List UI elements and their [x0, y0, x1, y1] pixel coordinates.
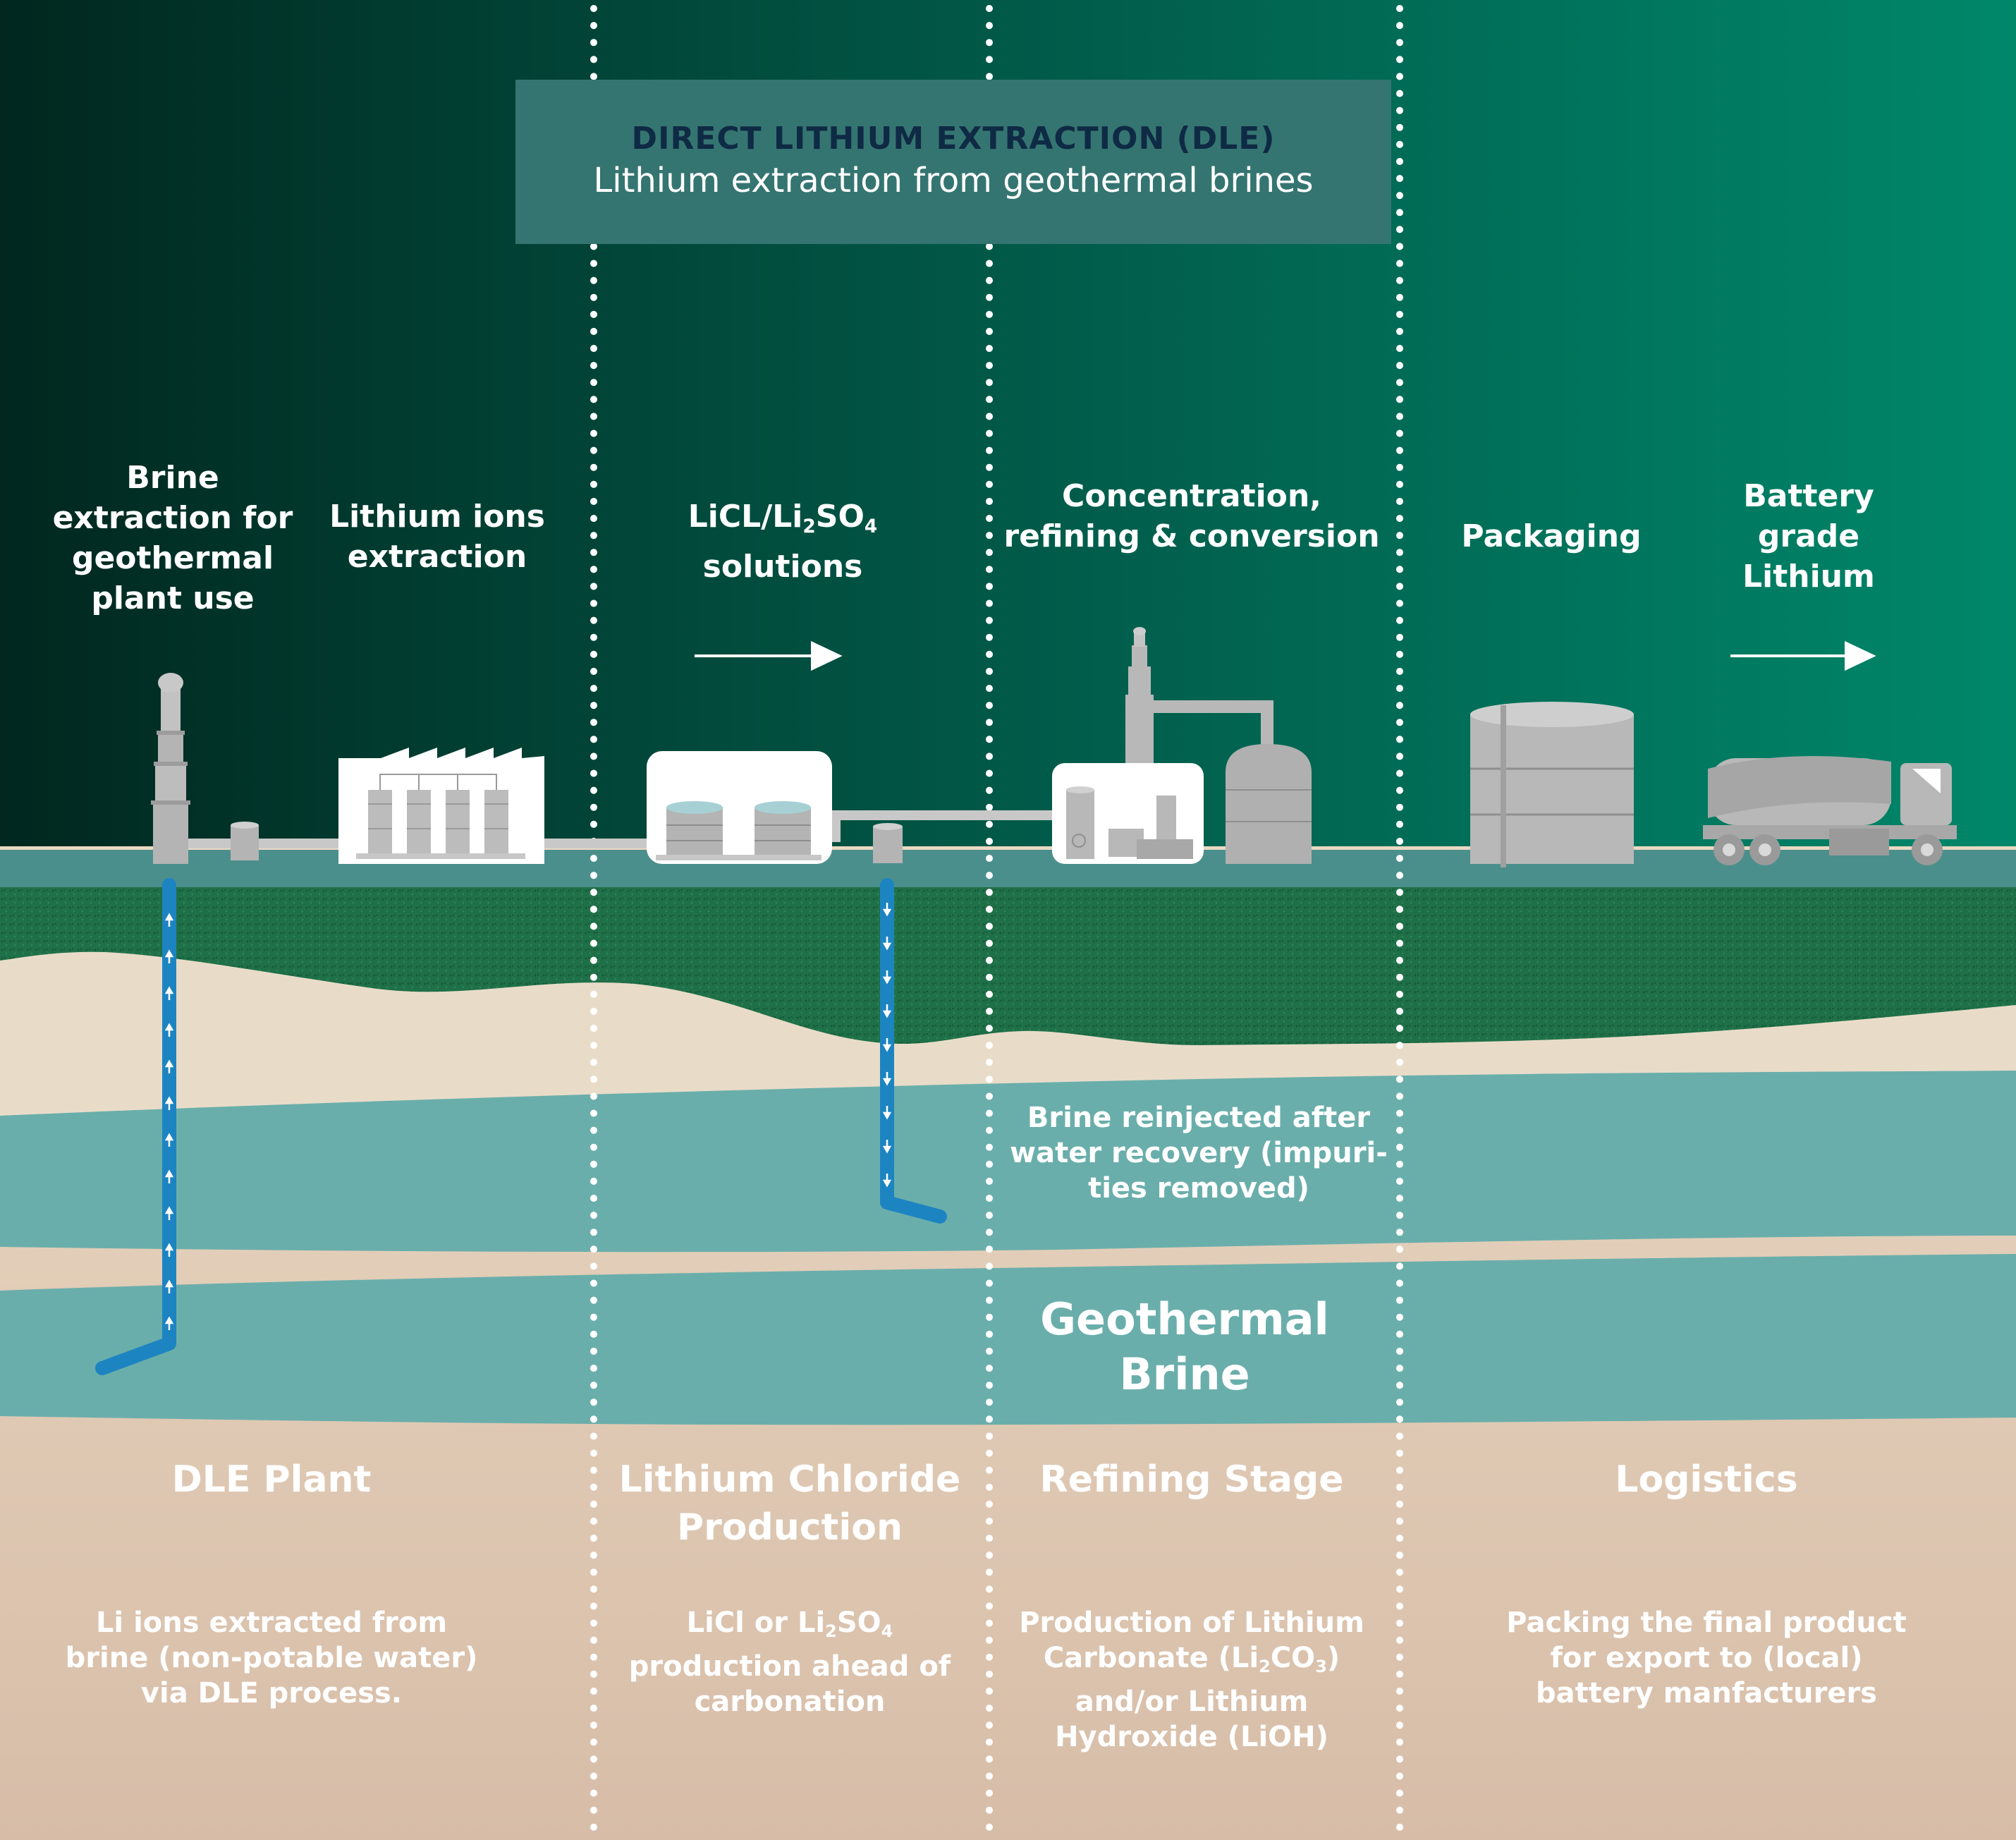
down-flow-arrow-head: [882, 976, 892, 985]
flow-arrow-1: [695, 640, 843, 671]
ground-surface-strip: [0, 850, 2016, 887]
up-flow-arrow-head: [164, 1133, 174, 1141]
refinery-icon: [1052, 627, 1312, 864]
up-flow-arrow-head: [164, 1059, 174, 1068]
desc-refining: Production of Lithium Carbonate (Li2CO3)…: [1019, 1607, 1364, 1754]
label-geothermal-brine: Geothermal Brine: [1040, 1293, 1329, 1400]
up-flow-arrow-head: [164, 1169, 174, 1178]
up-flow-arrow-head: [164, 913, 174, 921]
diagram-title: DIRECT LITHIUM EXTRACTION (DLE): [631, 121, 1276, 157]
title-box: DIRECT LITHIUM EXTRACTION (DLE) Lithium …: [515, 80, 1391, 244]
up-flow-arrow-head: [164, 986, 174, 994]
truck-icon: [1703, 756, 1957, 865]
brine-layer-upper: [0, 1071, 2016, 1253]
label-battery-grade-lithium: Battery grade Lithium: [1742, 478, 1875, 595]
up-flow-arrow-head: [164, 1243, 174, 1251]
desc-lithium-chloride: LiCl or Li2SO4 production ahead of carbo…: [628, 1607, 951, 1719]
valve-icon-2: [873, 823, 903, 863]
extraction-pipe: [95, 878, 947, 1375]
label-brine-extraction: Brine extraction for geothermal plant us…: [52, 460, 293, 616]
down-flow-arrow-head: [882, 1078, 892, 1086]
desc-logistics: Packing the final product for export to …: [1506, 1607, 1907, 1710]
storage-tank-icon: [1470, 702, 1634, 867]
grass-layer: [0, 885, 2016, 1045]
down-flow-arrow-head: [882, 1044, 892, 1052]
stage-dle-plant: DLE Plant: [171, 1458, 372, 1501]
extraction-tower-icon: [151, 673, 190, 864]
flow-arrow-2: [1730, 640, 1876, 671]
label-solutions: LiCL/Li2SO4 solutions: [688, 499, 878, 585]
stage-lithium-chloride-production: Lithium Chloride Production: [618, 1458, 961, 1549]
brine-layer-geothermal: [0, 1254, 2016, 1425]
up-flow-arrow-head: [164, 1096, 174, 1104]
diagram-subtitle: Lithium extraction from geothermal brine…: [593, 161, 1314, 200]
down-flow-arrow-head: [882, 908, 892, 917]
factory-icon: [338, 748, 544, 864]
stage-refining: Refining Stage: [1039, 1458, 1344, 1501]
down-flow-arrow-head: [882, 1010, 892, 1018]
desc-dle-plant: Li ions extracted from brine (non-potabl…: [65, 1607, 478, 1710]
label-packaging: Packaging: [1461, 518, 1642, 554]
down-flow-arrow-head: [882, 1111, 892, 1120]
up-flow-arrow-head: [164, 1316, 174, 1324]
stage-logistics: Logistics: [1615, 1458, 1798, 1501]
label-lithium-ions-extraction: Lithium ions extraction: [329, 499, 545, 575]
up-flow-arrow-head: [164, 1206, 174, 1214]
stage-dividers: [590, 5, 1403, 1837]
up-flow-arrow-head: [164, 1023, 174, 1031]
up-flow-arrow-head: [164, 1279, 174, 1288]
lithium-chloride-tanks-icon: [647, 751, 832, 864]
pipe-flow-arrows: [164, 903, 892, 1330]
down-flow-arrow-head: [882, 1179, 892, 1188]
up-flow-arrow-head: [164, 949, 174, 958]
valve-icon: [231, 822, 259, 860]
label-concentration: Concentration, refining & conversion: [1003, 478, 1380, 554]
down-flow-arrow-head: [882, 1145, 892, 1154]
surface-pipes: [187, 810, 1054, 848]
down-flow-arrow-head: [882, 942, 892, 951]
label-brine-reinjected: Brine reinjected after water recovery (i…: [1010, 1102, 1388, 1205]
